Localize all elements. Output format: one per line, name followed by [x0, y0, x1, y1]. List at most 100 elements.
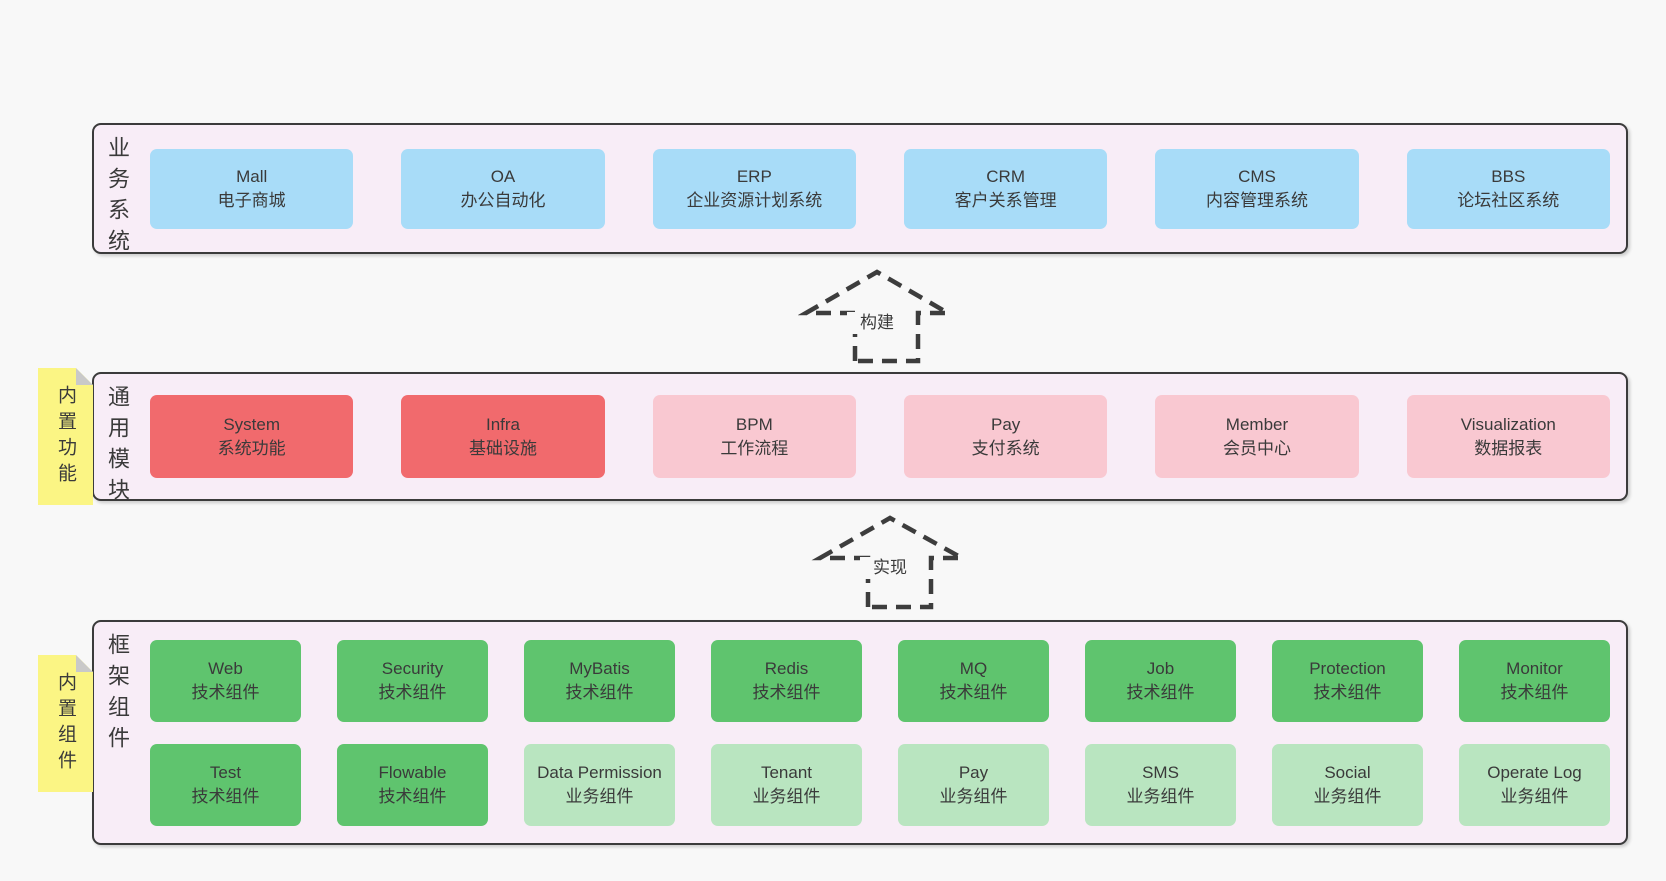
box-title: Security	[381, 658, 444, 678]
box-data-permission: Data Permission 业务组件	[524, 743, 675, 826]
box-subtitle: 业务组件	[939, 786, 1008, 806]
box-title: BBS	[1491, 166, 1526, 186]
box-title: CMS	[1238, 166, 1276, 186]
sticky-note-label: 内置功能	[55, 384, 76, 489]
box-mybatis: MyBatis 技术组件	[524, 639, 675, 722]
box-system: System 系统功能	[150, 395, 354, 478]
box-title: Operate Log	[1487, 762, 1582, 782]
box-title: Tenant	[760, 762, 813, 782]
box-subtitle: 论坛社区系统	[1457, 190, 1560, 210]
box-title: MQ	[959, 658, 988, 678]
box-title: ERP	[736, 166, 772, 186]
box-title: Mall	[236, 166, 268, 186]
box-title: Infra	[485, 414, 520, 434]
box-subtitle: 技术组件	[1126, 682, 1195, 702]
implement-arrow: 实现	[810, 508, 972, 610]
box-title: Data Permission	[537, 762, 662, 782]
section-label-common-modules: 通用模块	[105, 385, 130, 509]
box-operate-log: Operate Log 业务组件	[1459, 743, 1610, 826]
sticky-note-label: 内置组件	[55, 671, 76, 776]
box-crm: CRM 客户关系管理	[903, 148, 1108, 229]
box-subtitle: 业务组件	[1313, 786, 1382, 806]
box-mq: MQ 技术组件	[898, 639, 1049, 722]
box-subtitle: 基础设施	[468, 438, 537, 458]
box-title: Monitor	[1506, 658, 1563, 678]
box-subtitle: 技术组件	[1500, 682, 1569, 702]
box-title: Pay	[991, 414, 1021, 434]
section-label-business-systems: 业务系统	[105, 136, 130, 260]
box-subtitle: 技术组件	[752, 682, 821, 702]
box-web: Web 技术组件	[150, 639, 301, 722]
box-subtitle: 技术组件	[565, 682, 634, 702]
box-title: SMS	[1142, 762, 1179, 782]
box-subtitle: 业务组件	[752, 786, 821, 806]
build-arrow: 构建	[798, 264, 956, 364]
box-subtitle: 技术组件	[191, 786, 260, 806]
implement-arrow-label: 实现	[860, 557, 920, 579]
box-title: Web	[208, 658, 243, 678]
box-subtitle: 技术组件	[1313, 682, 1382, 702]
box-title: Flowable	[378, 762, 447, 782]
box-title: BPM	[735, 414, 773, 434]
box-sms: SMS 业务组件	[1085, 743, 1236, 826]
box-pay: Pay 业务组件	[898, 743, 1049, 826]
sticky-note-built-in-features: 内置功能	[38, 368, 93, 505]
box-title: Member	[1225, 414, 1289, 434]
build-arrow-label: 构建	[847, 312, 907, 334]
box-title: Social	[1324, 762, 1371, 782]
box-subtitle: 业务组件	[565, 786, 634, 806]
box-bpm: BPM 工作流程	[652, 395, 856, 478]
box-subtitle: 技术组件	[378, 786, 447, 806]
box-subtitle: 技术组件	[939, 682, 1008, 702]
box-subtitle: 业务组件	[1500, 786, 1569, 806]
box-subtitle: 系统功能	[217, 438, 286, 458]
panel-common-modules: 通用模块 System 系统功能 Infra 基础设施 BPM 工作流程 Pay 支付系统 Me…	[92, 372, 1628, 509]
panel-rows: System 系统功能 Infra 基础设施 BPM 工作流程 Pay 支付系统 Member 会…	[150, 374, 1610, 499]
box-monitor: Monitor 技术组件	[1459, 639, 1610, 722]
box-subtitle: 企业资源计划系统	[686, 190, 823, 210]
box-subtitle: 办公自动化	[460, 190, 546, 210]
box-title: MyBatis	[569, 658, 630, 678]
box-erp: ERP 企业资源计划系统	[652, 148, 856, 229]
box-pay: Pay 支付系统	[903, 395, 1108, 478]
box-member: Member 会员中心	[1155, 395, 1359, 478]
box-flowable: Flowable 技术组件	[337, 743, 488, 826]
box-mall: Mall 电子商城	[150, 148, 354, 229]
box-title: Job	[1146, 658, 1175, 678]
box-title: Pay	[958, 762, 989, 782]
box-subtitle: 技术组件	[378, 682, 447, 702]
box-subtitle: 电子商城	[217, 190, 286, 210]
box-title: Test	[209, 762, 242, 782]
box-tenant: Tenant 业务组件	[711, 743, 862, 826]
box-subtitle: 客户关系管理	[954, 190, 1057, 210]
box-subtitle: 会员中心	[1222, 438, 1291, 458]
dashed-up-arrow-icon	[798, 269, 956, 364]
box-social: Social 业务组件	[1272, 743, 1423, 826]
box-security: Security 技术组件	[337, 639, 488, 722]
box-title: CRM	[986, 166, 1025, 186]
box-cms: CMS 内容管理系统	[1155, 148, 1359, 229]
box-infra: Infra 基础设施	[401, 395, 605, 478]
box-subtitle: 工作流程	[720, 438, 789, 458]
box-subtitle: 业务组件	[1126, 786, 1195, 806]
sticky-note-built-in-components: 内置组件	[38, 655, 93, 792]
box-subtitle: 数据报表	[1474, 438, 1543, 458]
box-row: System 系统功能 Infra 基础设施 BPM 工作流程 Pay 支付系统 Member 会…	[150, 395, 1610, 478]
box-subtitle: 技术组件	[191, 682, 260, 702]
box-title: System	[223, 414, 280, 434]
section-label-framework-components: 框架组件	[105, 633, 130, 757]
box-bbs: BBS 论坛社区系统	[1406, 148, 1610, 229]
box-subtitle: 支付系统	[971, 438, 1040, 458]
box-test: Test 技术组件	[150, 743, 301, 826]
box-subtitle: 内容管理系统	[1205, 190, 1308, 210]
